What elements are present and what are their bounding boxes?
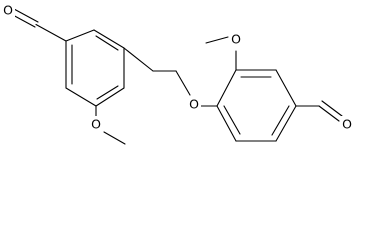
bond-ome-right-me	[205, 36, 229, 44]
atom-o-aldehyde-left: O	[3, 3, 13, 18]
atom-labels: O O O O O	[1, 3, 354, 132]
bond-ring-left	[65, 87, 97, 107]
bond-ring-right	[275, 105, 297, 142]
atom-o-aldehyde-right: O	[342, 117, 352, 132]
bond-ring-right	[275, 69, 297, 107]
bond-ring-left	[95, 87, 125, 107]
bond-ch2	[123, 47, 154, 72]
bond-ring-right-inner	[271, 105, 290, 136]
bond-ring-right	[216, 69, 237, 107]
bond-cho-right-co-2	[321, 100, 343, 117]
bond-ring-left-inner	[96, 85, 119, 100]
bonds	[10, 8, 343, 145]
bond-ome-left-me	[103, 131, 126, 145]
bond-ring-right	[216, 105, 237, 142]
atom-o-ether-right: O	[231, 32, 241, 47]
bond-ch2-o	[175, 70, 191, 96]
bond-cho-ring	[35, 23, 67, 42]
structure-svg: O O O O O	[1, 2, 354, 145]
bond-cho-double-a	[13, 8, 39, 23]
bond-ring-left	[65, 29, 95, 42]
bond-cho-right-co	[318, 105, 340, 122]
bond-ring-left-inner	[95, 35, 119, 51]
atom-o-ether-left: O	[91, 117, 101, 132]
bond-ring-right-inner	[223, 105, 241, 135]
bond-ring-left	[93, 29, 125, 49]
atom-o-bridge: O	[189, 97, 199, 112]
molecule-drawing: O O O O O	[1, 2, 354, 145]
